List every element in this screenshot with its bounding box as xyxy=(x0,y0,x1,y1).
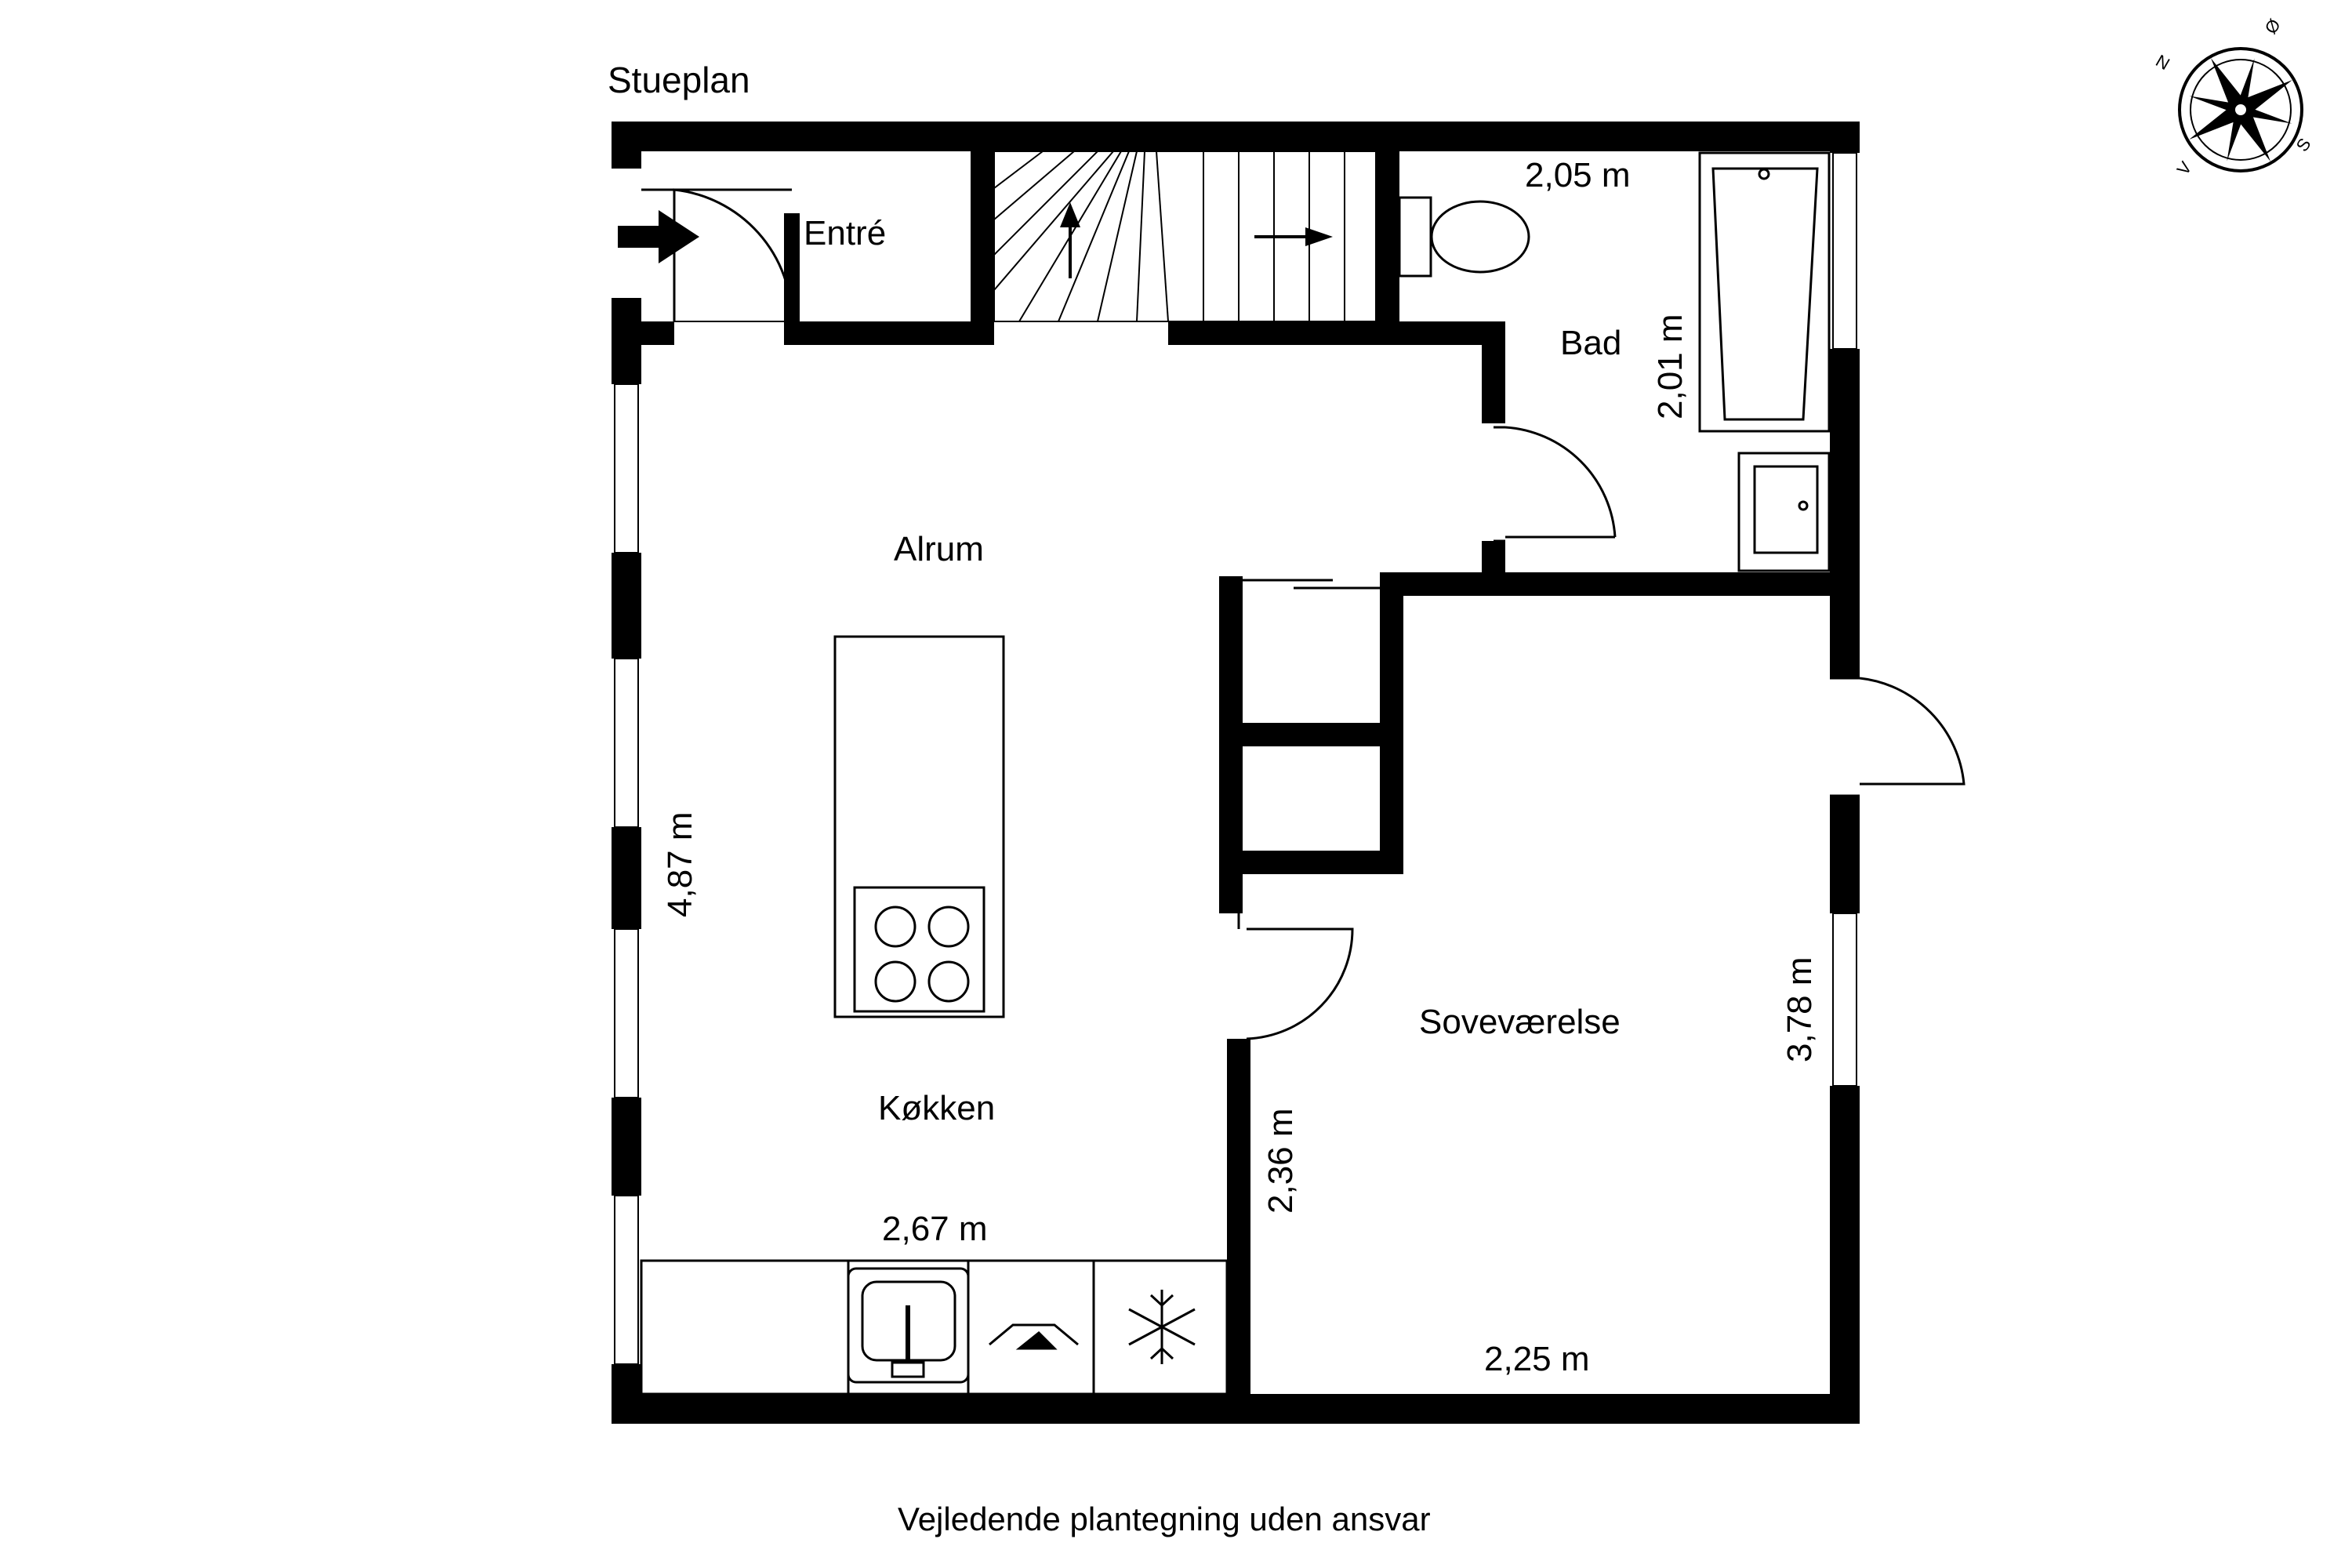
stair-bath-wall xyxy=(1376,145,1399,345)
stair-arrow-right-icon xyxy=(1254,227,1333,246)
outer-wall-left-3 xyxy=(612,553,641,659)
cooktop xyxy=(874,906,970,1003)
entre-wall-stairs xyxy=(971,145,994,345)
window-left-1 xyxy=(614,383,639,554)
closet-wall-bottom xyxy=(1219,851,1403,874)
closet-wall-mid xyxy=(1219,723,1403,746)
toilet xyxy=(1398,196,1530,278)
bedroom-top-wall xyxy=(1380,572,1860,596)
walls xyxy=(612,122,1860,1424)
window-left-4 xyxy=(614,1195,639,1365)
room-label-alrum: Alrum xyxy=(894,530,984,568)
dimension-sove-height: 3,78 m xyxy=(1780,956,1819,1062)
outer-wall-right-3 xyxy=(1830,796,1860,913)
entre-wall-bottom xyxy=(800,321,994,345)
outer-wall-left-4 xyxy=(612,827,641,929)
bedroom-door xyxy=(1237,913,1354,1040)
outer-wall-left-1 xyxy=(612,122,641,169)
bathtub xyxy=(1698,151,1831,433)
bath-sink xyxy=(1737,452,1831,572)
kitchen-island xyxy=(833,635,1005,1018)
bath-left-wall-top xyxy=(1482,321,1505,423)
window-left-2 xyxy=(614,658,639,828)
compass-east-label: Ø xyxy=(2261,16,2285,38)
compass-north-label: N xyxy=(2153,51,2173,74)
stair-wall-bottom xyxy=(1168,321,1505,345)
outer-wall-right-2 xyxy=(1830,349,1860,678)
outer-wall-right-4 xyxy=(1830,1086,1860,1424)
terrace-door xyxy=(1830,677,1965,797)
outer-wall-left-5 xyxy=(612,1098,641,1196)
dimension-kokken-depth: 2,36 m xyxy=(1261,1108,1300,1214)
dimension-bad-depth: 2,01 m xyxy=(1651,314,1690,419)
outer-wall-left-6 xyxy=(612,1364,641,1424)
entre-wall-bottom-left xyxy=(612,321,674,345)
outer-wall-top xyxy=(612,122,1860,151)
snowflake-icon xyxy=(1128,1290,1196,1364)
floor-title: Stueplan xyxy=(608,60,750,100)
entrance-door xyxy=(641,188,793,322)
dimension-bad-width: 2,05 m xyxy=(1525,156,1631,194)
window-left-3 xyxy=(614,928,639,1098)
outer-wall-right-1 xyxy=(1830,122,1860,153)
bath-door xyxy=(1494,426,1617,543)
kitchen-bedroom-wall xyxy=(1227,1039,1250,1424)
window-bedroom xyxy=(1832,913,1857,1087)
room-label-kokken: Køkken xyxy=(878,1089,995,1127)
entrance-arrow-icon xyxy=(618,210,699,263)
windows xyxy=(614,152,1857,1365)
room-label-sovevaerelse: Soveværelse xyxy=(1419,1003,1621,1041)
entre-wall-post xyxy=(784,213,800,345)
dimension-sove-width: 2,25 m xyxy=(1484,1340,1590,1378)
dimension-alrum-height: 4,87 m xyxy=(661,811,699,917)
compass-rose-icon xyxy=(2178,47,2303,172)
window-bath xyxy=(1832,152,1857,350)
dimension-kokken-width: 2,67 m xyxy=(882,1210,988,1248)
room-label-bad: Bad xyxy=(1560,324,1621,362)
doors xyxy=(641,188,1965,1040)
dishwasher-icon xyxy=(989,1323,1079,1350)
room-label-entre: Entré xyxy=(804,214,886,252)
stair-arrow-up-icon xyxy=(1060,202,1080,278)
kitchen-sink xyxy=(847,1267,970,1384)
footer-disclaimer: Vejledende plantegning uden ansvar xyxy=(898,1501,1431,1537)
compass-west-label: V xyxy=(2173,158,2196,179)
